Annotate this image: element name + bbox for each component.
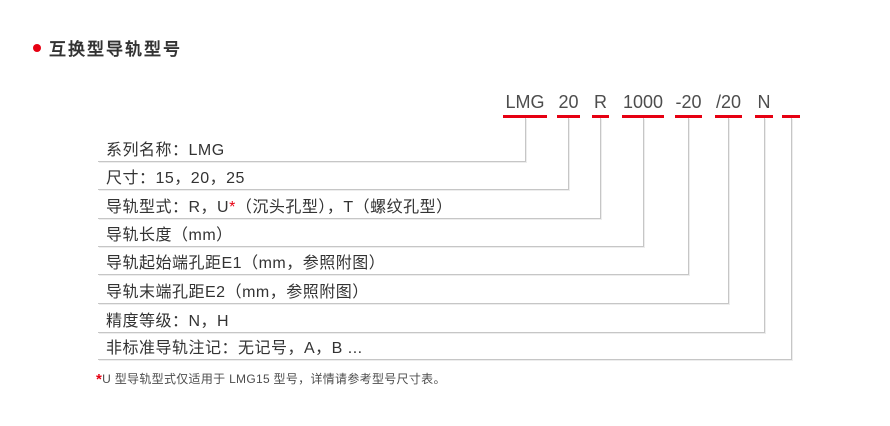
code-segment-hole-pitch-e1: -20	[675, 90, 702, 118]
row-text: 导轨长度（mm）	[106, 227, 233, 244]
row-hole-pitch-e1: 导轨起始端孔距E1（mm，参照附图）	[106, 254, 385, 274]
row-text: 导轨末端孔距E2（mm，参照附图）	[106, 284, 369, 301]
connector-line-size	[98, 118, 569, 190]
row-text: 系列名称：LMG	[106, 142, 225, 159]
row-accuracy-grade: 精度等级：N，H	[106, 312, 229, 332]
row-rail-length: 导轨长度（mm）	[106, 226, 233, 246]
row-text: 非标准导轨注记：无记号，A，B ...	[106, 340, 363, 357]
connector-line-rail-type	[98, 118, 601, 219]
section-title-text: 互换型导轨型号	[49, 40, 182, 59]
row-size: 尺寸：15，20，25	[106, 169, 245, 189]
footnote: *U 型导轨型式仅适用于 LMG15 型号，详情请参考型号尺寸表。	[96, 370, 446, 388]
code-segment-nonstandard	[782, 90, 800, 118]
row-text: 导轨型式：R，U	[106, 199, 230, 216]
connector-line-series	[98, 118, 526, 162]
connector-line-hole-pitch-e1	[98, 118, 689, 275]
row-nonstandard-note: 非标准导轨注记：无记号，A，B ...	[106, 339, 363, 359]
row-text: （沉头孔型），T（螺纹孔型）	[235, 199, 453, 216]
row-text: 导轨起始端孔距E1（mm，参照附图）	[106, 255, 386, 272]
connector-line-accuracy	[98, 118, 765, 333]
connector-line-rail-length	[98, 118, 644, 247]
code-segment-size: 20	[557, 90, 580, 118]
code-segment-rail-length: 1000	[622, 90, 664, 118]
code-segment-series: LMG	[503, 90, 547, 118]
star-mark: *	[96, 371, 103, 388]
code-segment-accuracy: N	[755, 90, 773, 118]
row-hole-pitch-e2: 导轨末端孔距E2（mm，参照附图）	[106, 283, 369, 303]
row-text: 精度等级：N，H	[106, 313, 230, 330]
section-title: 互换型导轨型号	[33, 35, 182, 60]
connector-line-hole-pitch-e2	[98, 118, 729, 304]
code-segment-rail-type: R	[592, 90, 609, 118]
row-series-name: 系列名称：LMG	[106, 141, 225, 161]
star-mark: *	[229, 199, 236, 216]
row-text: 尺寸：15，20，25	[106, 170, 245, 187]
code-segment-hole-pitch-e2: /20	[715, 90, 742, 118]
row-rail-type: 导轨型式：R，U*（沉头孔型），T（螺纹孔型）	[106, 198, 453, 218]
footnote-text: U 型导轨型式仅适用于 LMG15 型号，详情请参考型号尺寸表。	[102, 372, 446, 386]
red-bullet-icon	[33, 43, 41, 52]
connector-line-nonstandard	[98, 118, 792, 360]
